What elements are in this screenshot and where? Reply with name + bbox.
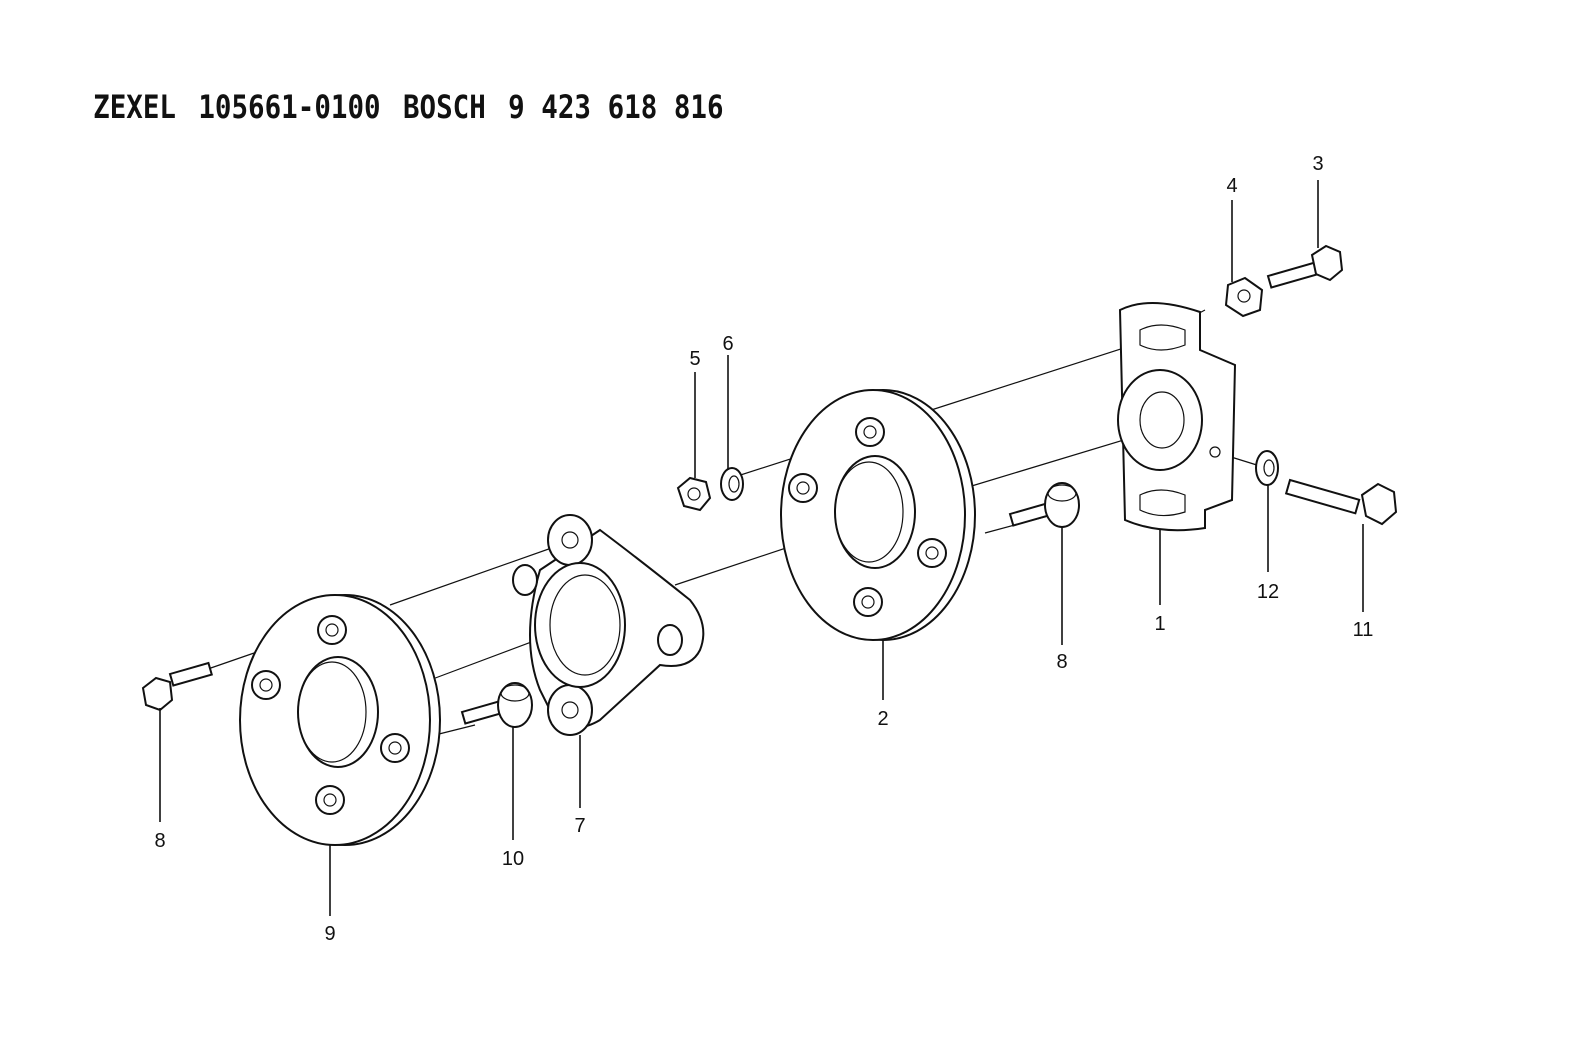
brand-zexel: ZEXEL (93, 88, 176, 126)
callout-2: 2 (877, 708, 888, 730)
part-6-washer (720, 467, 744, 501)
callout-labels: 1 2 3 4 5 6 7 8 8 9 10 11 12 (154, 153, 1373, 945)
callout-9: 9 (324, 923, 335, 945)
part-2-coupling-disc (780, 389, 976, 641)
part-1-clamp (1117, 302, 1237, 532)
callout-10: 10 (502, 848, 524, 870)
part-12-washer (1255, 450, 1279, 486)
part-11-bolt (1284, 478, 1398, 526)
part-8-bolt-right (1008, 482, 1080, 528)
part-3-bolt (1266, 244, 1344, 289)
callout-7: 7 (574, 815, 585, 837)
callout-12: 12 (1257, 581, 1279, 603)
part-9-coupling-disc (239, 594, 441, 846)
callout-8-left: 8 (154, 830, 165, 852)
bosch-part-number: 9 423 618 816 (508, 88, 724, 126)
part-7-flange (512, 514, 705, 736)
callout-5: 5 (689, 348, 700, 370)
callout-3: 3 (1312, 153, 1323, 175)
callout-4: 4 (1226, 175, 1237, 197)
callout-6: 6 (722, 333, 733, 355)
diagram-header: ZEXEL 105661-0100 BOSCH 9 423 618 816 (60, 50, 746, 126)
brand-bosch: BOSCH (402, 88, 486, 126)
part-4-square-washer (1224, 276, 1264, 318)
part-5-nut (676, 476, 712, 512)
part-8-bolt-left (141, 661, 213, 712)
part-10-bolt (460, 682, 533, 728)
leader-lines (159, 180, 1364, 916)
callout-8-right: 8 (1056, 651, 1067, 673)
zexel-part-number: 105661-0100 (198, 88, 381, 126)
callout-1: 1 (1154, 613, 1165, 635)
callout-11: 11 (1353, 619, 1374, 641)
